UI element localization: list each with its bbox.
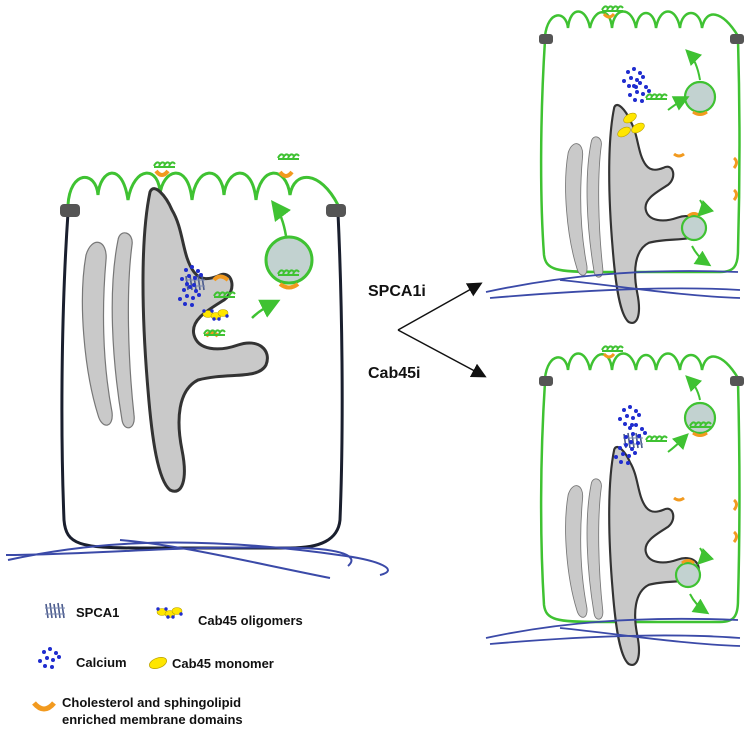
- legend-membrane-domains-line1: Cholesterol and sphingolipid: [62, 695, 241, 710]
- cell-spca1-knockdown: [485, 5, 744, 324]
- cell-cab45-knockdown: [485, 345, 744, 666]
- calcium-legend-icon: [38, 647, 61, 669]
- spca1-legend-icon: [44, 602, 66, 619]
- cab45-oligomer-legend-icon: [155, 606, 184, 620]
- branch-arrows: [397, 282, 487, 378]
- cab45i-label: Cab45i: [368, 365, 420, 382]
- legend-calcium: Calcium: [76, 655, 127, 670]
- cab45-monomer-legend-icon: [149, 657, 167, 669]
- cell-control: [5, 153, 389, 579]
- legend-cab45-monomer: Cab45 monomer: [172, 656, 274, 671]
- legend-cab45-oligomers: Cab45 oligomers: [198, 613, 303, 628]
- legend: SPCA1 Cab45 oligomers Calcium Cab45 mono…: [32, 602, 303, 727]
- spca1i-label: SPCA1i: [368, 283, 426, 300]
- lipid-domain-legend-icon: [32, 701, 56, 712]
- legend-membrane-domains-line2: enriched membrane domains: [62, 712, 243, 727]
- legend-spca1: SPCA1: [76, 605, 119, 620]
